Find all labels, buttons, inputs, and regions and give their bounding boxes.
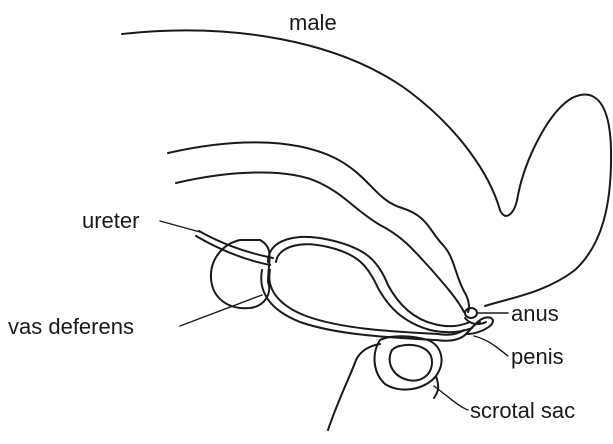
scrotal-testis <box>390 345 432 381</box>
body-wall-line-lower <box>176 172 464 312</box>
anus-opening <box>465 308 477 318</box>
penis-label: penis <box>511 344 564 369</box>
ventral-leg-outline <box>328 344 380 430</box>
dorsal-body-outline <box>122 30 611 306</box>
ureter-label: ureter <box>82 208 139 233</box>
diagram-title: male <box>289 10 337 35</box>
scrotal-sac-label: scrotal sac <box>470 398 575 423</box>
scrotal-sac-leader-line <box>434 386 468 410</box>
vas-deferens-lower-a <box>261 270 436 340</box>
vas-deferens-label: vas deferens <box>8 314 134 339</box>
vas-deferens-lower-b <box>269 270 438 334</box>
penis-tip <box>466 317 493 334</box>
vas-deferens-inner <box>276 244 472 332</box>
ureter-leader-line <box>160 221 200 232</box>
penis-leader-line <box>474 336 508 356</box>
anus-label: anus <box>511 301 559 326</box>
